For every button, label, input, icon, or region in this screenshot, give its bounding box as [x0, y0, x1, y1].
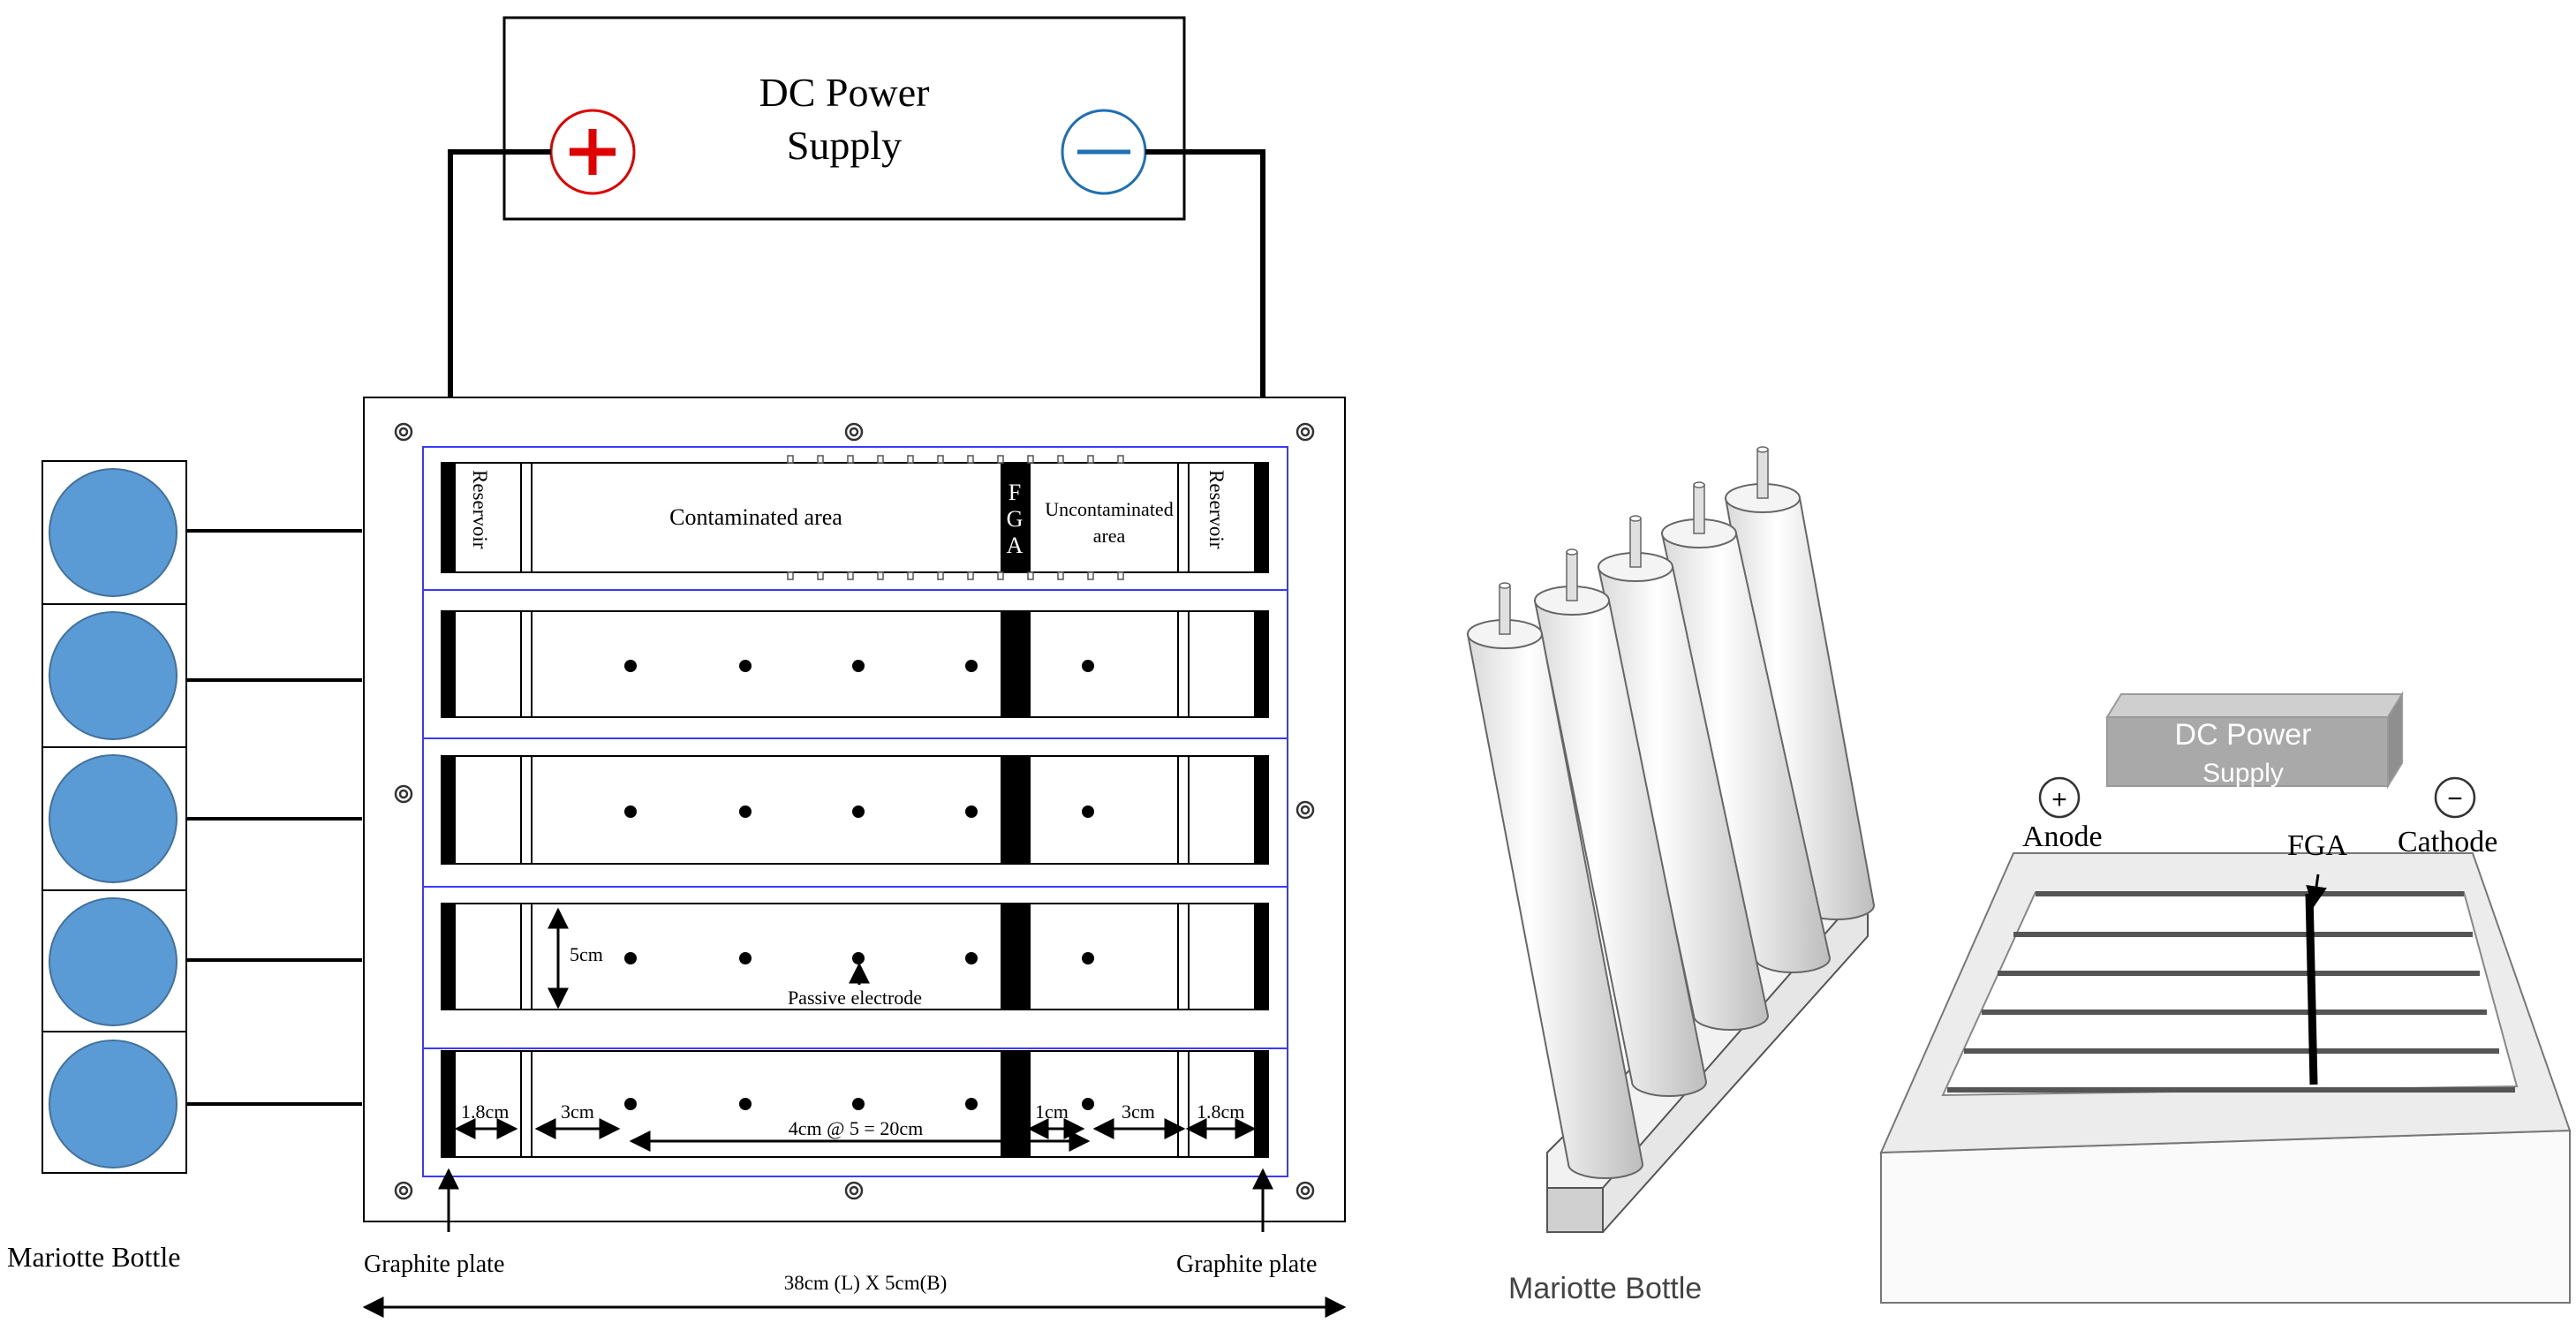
fga-letter-a: A [1007, 533, 1024, 558]
passive-electrode-dot [1082, 805, 1094, 818]
bottle-3d-4 [1660, 481, 1832, 973]
iso-power-supply-line1: DC Power [2175, 718, 2312, 752]
fga-gap-label: 1cm [1035, 1100, 1069, 1123]
passive-electrode-dot [739, 1098, 752, 1110]
graphite-plate-right-label: Graphite plate [1176, 1251, 1317, 1278]
bolt-icons [394, 422, 1315, 1200]
power-supply: DC Power Supply [502, 16, 1186, 221]
passive-electrode-dot [624, 1098, 637, 1110]
iso-anode-label: Anode [2022, 821, 2103, 853]
passive-electrode-dot [965, 1098, 978, 1110]
contaminated-area-label: Contaminated area [669, 504, 842, 530]
uncontaminated-label-line1: Uncontaminated [1045, 498, 1173, 520]
passive-electrode-dot [965, 660, 978, 672]
overall-dimension-label: 38cm (L) X 5cm(B) [784, 1272, 948, 1294]
passive-electrode-dot [624, 952, 637, 964]
passive-electrode-dot [624, 660, 637, 672]
iso-negative-icon [2434, 776, 2476, 819]
height-dimension-label: 5cm [570, 943, 603, 965]
cell-2 [441, 610, 1269, 718]
mariotte-bottle-1 [49, 468, 178, 597]
passive-electrode-dot [965, 805, 978, 818]
mariotte-bottle-column: Mariotte Bottle [7, 460, 362, 1273]
left-reservoir-width-label: 1.8cm [461, 1100, 509, 1123]
iso-plus-symbol: + [2051, 785, 2067, 814]
passive-electrode-dot [739, 805, 752, 818]
passive-electrode-label: Passive electrode [788, 987, 922, 1009]
passive-electrode-dot [739, 952, 752, 964]
fga-letter-f: F [1008, 480, 1021, 505]
cell-3 [441, 755, 1269, 865]
left-gap-label: 3cm [561, 1100, 594, 1123]
mariotte-bottle-4 [49, 897, 178, 1026]
fga-letter-g: G [1007, 506, 1024, 532]
power-wires [448, 149, 1265, 473]
plan-view-tray: Reservoir Reservoir Contaminated area F … [362, 397, 1347, 1318]
mariotte-bottle-3 [49, 754, 178, 883]
cell-1 [441, 455, 1269, 580]
mariotte-bottle-3d-label: Mariotte Bottle [1508, 1272, 1702, 1305]
mariotte-bottle-3d: Mariotte Bottle [1466, 446, 1876, 1305]
passive-electrode-dot [1082, 952, 1094, 964]
reservoir-right-label: Reservoir [1205, 470, 1228, 549]
bottle-3d-2 [1533, 548, 1708, 1097]
mariotte-bottle-5 [49, 1040, 178, 1168]
electrode-spacing-label: 4cm @ 5 = 20cm [789, 1117, 923, 1139]
passive-electrode-dot [852, 1098, 865, 1110]
right-gap-label: 3cm [1122, 1100, 1155, 1123]
passive-electrode-dot [852, 952, 865, 964]
tray-3d: DC Power Supply + − Anode FGA Cathode [1879, 691, 2572, 1304]
passive-electrode-dot [852, 660, 865, 672]
right-reservoir-width-label: 1.8cm [1197, 1100, 1244, 1123]
iso-power-supply-line2: Supply [2202, 759, 2284, 788]
dimension-arrows [362, 907, 1347, 1318]
mariotte-bottle-label: Mariotte Bottle [7, 1241, 180, 1273]
power-supply-title-line1: DC Power [759, 70, 930, 115]
graphite-plate-left-label: Graphite plate [364, 1251, 504, 1278]
cell-4 [441, 903, 1269, 1010]
passive-electrode-dot [1082, 660, 1094, 672]
bottle-3d-3 [1597, 515, 1770, 1031]
iso-positive-icon [2038, 776, 2081, 819]
passive-electrode-dot [624, 805, 637, 818]
iso-minus-symbol: − [2447, 784, 2463, 813]
iso-cathode-label: Cathode [2398, 826, 2497, 858]
iso-fga-label: FGA [2287, 829, 2347, 862]
passive-electrode-dot [965, 952, 978, 964]
reservoir-left-label: Reservoir [469, 470, 491, 549]
passive-electrode-dot [739, 660, 752, 672]
bottle-3d-1 [1466, 582, 1644, 1179]
passive-electrode-dot [852, 805, 865, 818]
uncontaminated-label-line2: area [1093, 525, 1126, 547]
cell-5 [441, 1050, 1269, 1158]
mariotte-bottle-2 [49, 611, 178, 740]
power-supply-title-line2: Supply [787, 123, 902, 168]
passive-electrode-dot [1082, 1098, 1094, 1110]
